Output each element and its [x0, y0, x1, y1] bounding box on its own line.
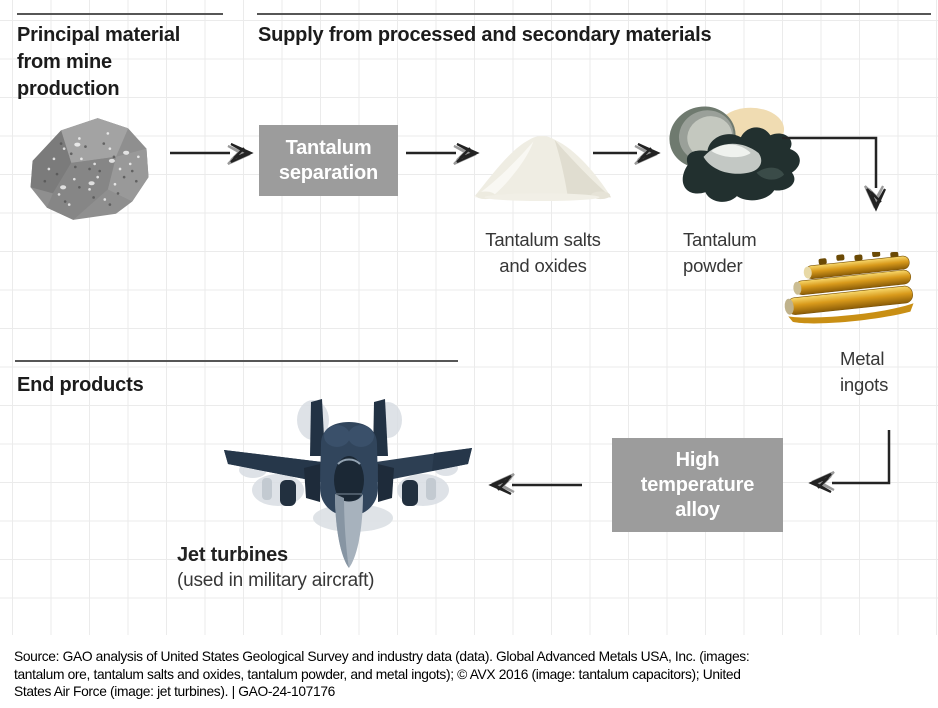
- tantalum-ore-image: [30, 118, 149, 220]
- section-rule-principal: [17, 13, 223, 15]
- section-rule-supply: [257, 13, 931, 15]
- arrow-alloy-to-jet: [489, 472, 582, 496]
- section-title-principal: Principal material from mine production: [17, 22, 237, 103]
- arrow-ingots-to-alloy: [809, 430, 891, 494]
- source-note: Source: GAO analysis of United States Ge…: [14, 648, 934, 701]
- tantalum-separation-label-line2: separation: [278, 161, 379, 184]
- arrow-salts-to-powder: [593, 142, 660, 166]
- high-temperature-alloy-box: High temperature alloy: [612, 438, 783, 532]
- jet-aircraft-image: [224, 399, 472, 568]
- label-tantalum-salts-line1: Tantalum salts: [485, 229, 601, 250]
- section-rule-end-products: [15, 360, 458, 362]
- label-metal-ingots-line1: Metal: [840, 348, 885, 369]
- label-metal-ingots-line2: ingots: [840, 374, 889, 395]
- section-title-principal-line1: Principal material: [17, 24, 181, 46]
- alloy-label-line1: High: [675, 448, 720, 471]
- tantalum-separation-box: Tantalum separation: [259, 125, 398, 196]
- label-tantalum-powder: Tantalum powder: [683, 227, 757, 279]
- label-jet-turbines: Jet turbines (used in military aircraft): [177, 542, 375, 594]
- tantalum-separation-label-line1: Tantalum: [285, 136, 372, 159]
- section-title-principal-line2: from mine: [17, 51, 112, 73]
- source-note-line1: Source: GAO analysis of United States Ge…: [14, 649, 750, 664]
- label-metal-ingots: Metal ingots: [840, 346, 888, 398]
- alloy-label-line3: alloy: [675, 498, 720, 521]
- section-title-supply: Supply from processed and secondary mate…: [258, 24, 712, 46]
- label-jet-turbines-subtitle: (used in military aircraft): [177, 570, 375, 591]
- section-title-end-products: End products: [17, 374, 144, 396]
- label-tantalum-powder-line2: powder: [683, 255, 743, 276]
- arrow-separation-to-salts: [406, 142, 479, 166]
- label-tantalum-salts: Tantalum salts and oxides: [458, 227, 628, 279]
- metal-ingots-image: [784, 252, 914, 324]
- source-note-line3: States Air Force (image: jet turbines). …: [14, 684, 335, 700]
- label-jet-turbines-title: Jet turbines: [177, 544, 288, 566]
- label-tantalum-salts-line2: and oxides: [499, 255, 587, 276]
- alloy-label-line2: temperature: [640, 473, 755, 496]
- arrow-ore-to-separation: [170, 142, 253, 166]
- section-title-principal-line3: production: [17, 78, 120, 100]
- tantalum-powder-image: [669, 106, 800, 202]
- label-tantalum-powder-line1: Tantalum: [683, 229, 757, 250]
- arrow-powder-to-ingots: [782, 136, 887, 211]
- source-note-line2: tantalum ore, tantalum salts and oxides,…: [14, 666, 741, 682]
- tantalum-salts-image: [473, 136, 612, 202]
